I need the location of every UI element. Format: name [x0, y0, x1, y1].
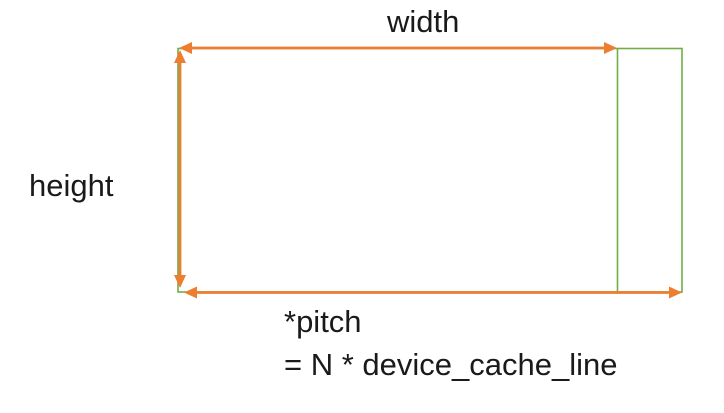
pitch-label: *pitch = N * device_cache_line — [284, 301, 617, 387]
pitch-arrow-right-head — [669, 286, 682, 299]
pitched-buffer-rectangle — [177, 47, 683, 293]
height-label: height — [29, 168, 114, 203]
pitch-label-line2: = N * device_cache_line — [284, 346, 618, 382]
width-arrow-right-head — [604, 42, 617, 54]
width-arrow-left-head — [179, 42, 192, 54]
pitch-label-line1: *pitch — [284, 304, 362, 339]
height-arrow-top-head — [174, 50, 186, 63]
pitch-arrow-left-head — [184, 286, 197, 299]
width-label: width — [387, 4, 460, 39]
height-arrow-bottom-head — [174, 275, 186, 288]
